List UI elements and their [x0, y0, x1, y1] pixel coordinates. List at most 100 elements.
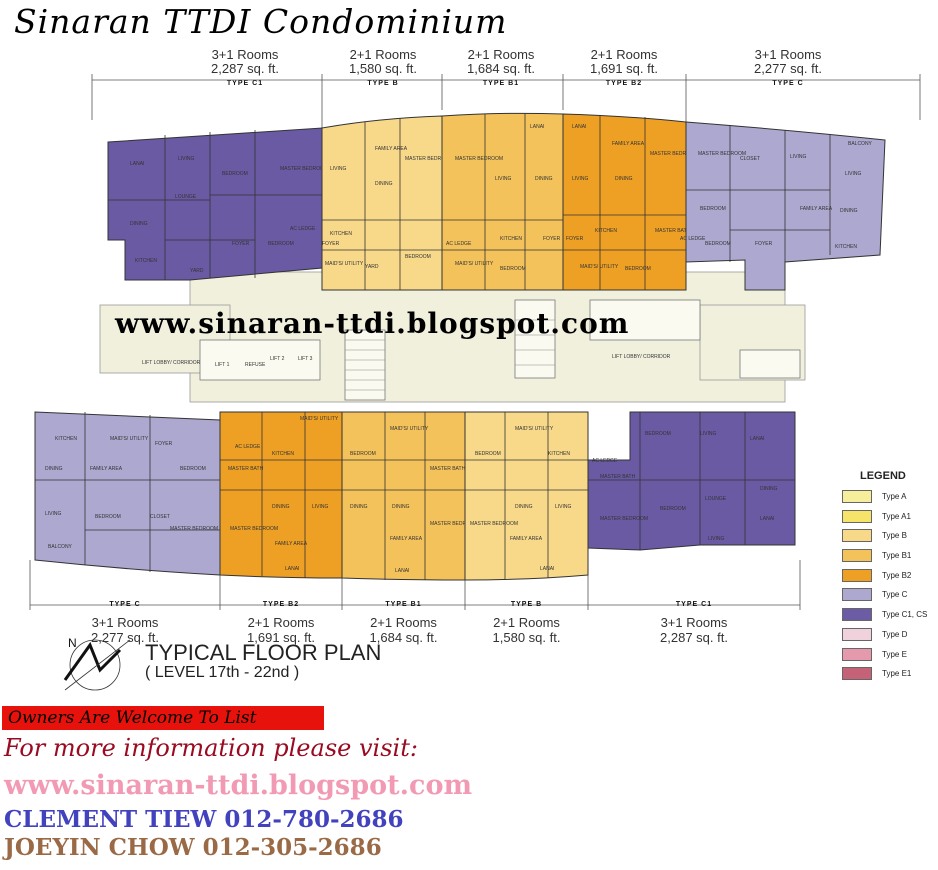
unit-header-top-b1: 2+1 Rooms 1,684 sq. ft. TYPE B1 — [441, 48, 561, 91]
legend-swatch — [842, 529, 872, 543]
svg-text:MAID'S/ UTILITY: MAID'S/ UTILITY — [455, 261, 494, 267]
unit-header-top-b: 2+1 Rooms 1,580 sq. ft. TYPE B — [323, 48, 443, 91]
svg-text:MAID'S/ UTILITY: MAID'S/ UTILITY — [390, 426, 429, 432]
unit-type: TYPE C1 — [675, 601, 713, 608]
svg-text:DINING: DINING — [760, 486, 778, 492]
svg-text:AC LEDGE: AC LEDGE — [592, 458, 618, 464]
svg-text:CLOSET: CLOSET — [740, 156, 760, 162]
room-label: REFUSE — [245, 362, 266, 368]
svg-text:FAMILY AREA: FAMILY AREA — [375, 146, 408, 152]
svg-text:LOUNGE: LOUNGE — [705, 496, 727, 502]
svg-text:MAID'S/ UTILITY: MAID'S/ UTILITY — [580, 264, 619, 270]
room-label: LIFT 3 — [298, 356, 313, 362]
unit-rooms: 2+1 Rooms — [349, 47, 417, 62]
svg-text:MASTER BEDROOM: MASTER BEDROOM — [430, 521, 478, 527]
svg-text:MASTER BEDROOM: MASTER BEDROOM — [280, 166, 328, 172]
more-info-text: For more information please visit: — [4, 734, 418, 762]
legend-item: Type A — [842, 488, 938, 505]
svg-text:MAID'S/ UTILITY: MAID'S/ UTILITY — [110, 436, 149, 442]
legend-swatch — [842, 549, 872, 563]
svg-text:FOYER: FOYER — [755, 241, 773, 247]
legend-label: Type E1 — [882, 669, 912, 679]
plan-subtitle: ( LEVEL 17th - 22nd ) — [145, 664, 300, 681]
page-title: Sinaran TTDI Condominium — [14, 2, 508, 41]
svg-text:LANAI: LANAI — [130, 161, 144, 167]
svg-text:MASTER BATH: MASTER BATH — [655, 228, 691, 234]
unit-rooms: 2+1 Rooms — [590, 47, 658, 62]
unit-header-top-c: 3+1 Rooms 2,277 sq. ft. TYPE C — [708, 48, 868, 91]
svg-text:LIVING: LIVING — [45, 511, 62, 517]
legend-item: Type D — [842, 626, 938, 643]
unit-area: 2,277 sq. ft. — [91, 630, 159, 645]
legend-label: Type A — [882, 492, 907, 501]
corridor-core: LIFT LOBBY/ CORRIDOR LIFT LOBBY/ CORRIDO… — [99, 271, 806, 403]
owners-text: Owners Are Welcome To List — [8, 708, 257, 728]
svg-text:KITCHEN: KITCHEN — [135, 258, 157, 264]
svg-text:KITCHEN: KITCHEN — [330, 231, 352, 237]
svg-text:LIVING: LIVING — [845, 171, 862, 177]
svg-text:LIVING: LIVING — [330, 166, 347, 172]
svg-text:LIVING: LIVING — [178, 156, 195, 162]
unit-area: 1,684 sq. ft. — [369, 630, 438, 645]
legend-label: Type C1, CS — [882, 610, 928, 620]
svg-text:FAMILY AREA: FAMILY AREA — [90, 466, 123, 472]
unit-area: 1,580 sq. ft. — [349, 61, 417, 76]
unit-header-top-c1: 3+1 Rooms 2,287 sq. ft. TYPE C1 — [165, 48, 325, 91]
contact-joeyin: JOEYIN CHOW 012-305-2686 — [4, 834, 382, 861]
svg-text:BEDROOM: BEDROOM — [625, 266, 651, 272]
svg-text:DINING: DINING — [615, 176, 633, 182]
legend-label: Type A1 — [882, 511, 911, 521]
svg-text:FOYER: FOYER — [322, 241, 340, 247]
svg-text:LANAI: LANAI — [572, 124, 586, 130]
svg-text:BEDROOM: BEDROOM — [645, 431, 671, 437]
svg-text:DINING: DINING — [350, 504, 368, 510]
unit-type: TYPE B1 — [385, 601, 422, 608]
svg-text:AC LEDGE: AC LEDGE — [446, 241, 472, 247]
svg-text:BEDROOM: BEDROOM — [475, 451, 501, 457]
svg-text:KITCHEN: KITCHEN — [55, 436, 77, 442]
svg-text:DINING: DINING — [392, 504, 410, 510]
svg-text:FAMILY AREA: FAMILY AREA — [390, 536, 423, 542]
contact-clement: CLEMENT TIEW 012-780-2686 — [4, 806, 404, 833]
unit-area: 1,691 sq. ft. — [590, 61, 658, 76]
svg-text:LIVING: LIVING — [495, 176, 512, 182]
svg-text:AC LEDGE: AC LEDGE — [680, 236, 706, 242]
svg-text:BEDROOM: BEDROOM — [180, 466, 206, 472]
plan-title: TYPICAL FLOOR PLAN — [145, 640, 382, 665]
unit-area: 2,277 sq. ft. — [754, 61, 822, 76]
svg-text:BEDROOM: BEDROOM — [95, 514, 121, 520]
unit-footer-bottom-b1: TYPE B1 2+1 Rooms 1,684 sq. ft. — [342, 597, 465, 645]
svg-text:MASTER BATH: MASTER BATH — [600, 474, 636, 480]
room-label: LIFT 1 — [215, 362, 230, 368]
svg-text:KITCHEN: KITCHEN — [835, 244, 857, 250]
room-label: LIFT 2 — [270, 356, 285, 362]
svg-text:KITCHEN: KITCHEN — [548, 451, 570, 457]
svg-text:MASTER BEDROOM: MASTER BEDROOM — [230, 526, 278, 532]
unit-type: TYPE B — [510, 601, 543, 608]
unit-type: TYPE B1 — [482, 80, 520, 87]
legend-label: Type B2 — [882, 570, 912, 580]
unit-rooms: 3+1 Rooms — [754, 47, 822, 62]
blog-url-link[interactable]: www.sinaran-ttdi.blogspot.com — [4, 770, 473, 801]
legend-swatch — [842, 667, 872, 681]
svg-text:MASTER BEDROOM: MASTER BEDROOM — [170, 526, 218, 532]
svg-text:FOYER: FOYER — [566, 236, 584, 242]
unit-type: TYPE B2 — [605, 80, 643, 87]
svg-text:KITCHEN: KITCHEN — [500, 236, 522, 242]
svg-text:DINING: DINING — [840, 208, 858, 214]
svg-text:FAMILY AREA: FAMILY AREA — [612, 141, 645, 147]
svg-text:BEDROOM: BEDROOM — [268, 241, 294, 247]
svg-text:LIVING: LIVING — [708, 536, 725, 542]
svg-text:BEDROOM: BEDROOM — [405, 254, 431, 260]
legend-label: Type C — [882, 590, 908, 600]
svg-text:DINING: DINING — [272, 504, 290, 510]
svg-text:LANAI: LANAI — [540, 566, 554, 572]
svg-text:FOYER: FOYER — [543, 236, 561, 242]
unit-footer-bottom-c: TYPE C 3+1 Rooms 2,277 sq. ft. — [30, 597, 220, 645]
svg-text:LANAI: LANAI — [395, 568, 409, 574]
svg-text:LIVING: LIVING — [790, 154, 807, 160]
svg-text:FOYER: FOYER — [232, 241, 250, 247]
